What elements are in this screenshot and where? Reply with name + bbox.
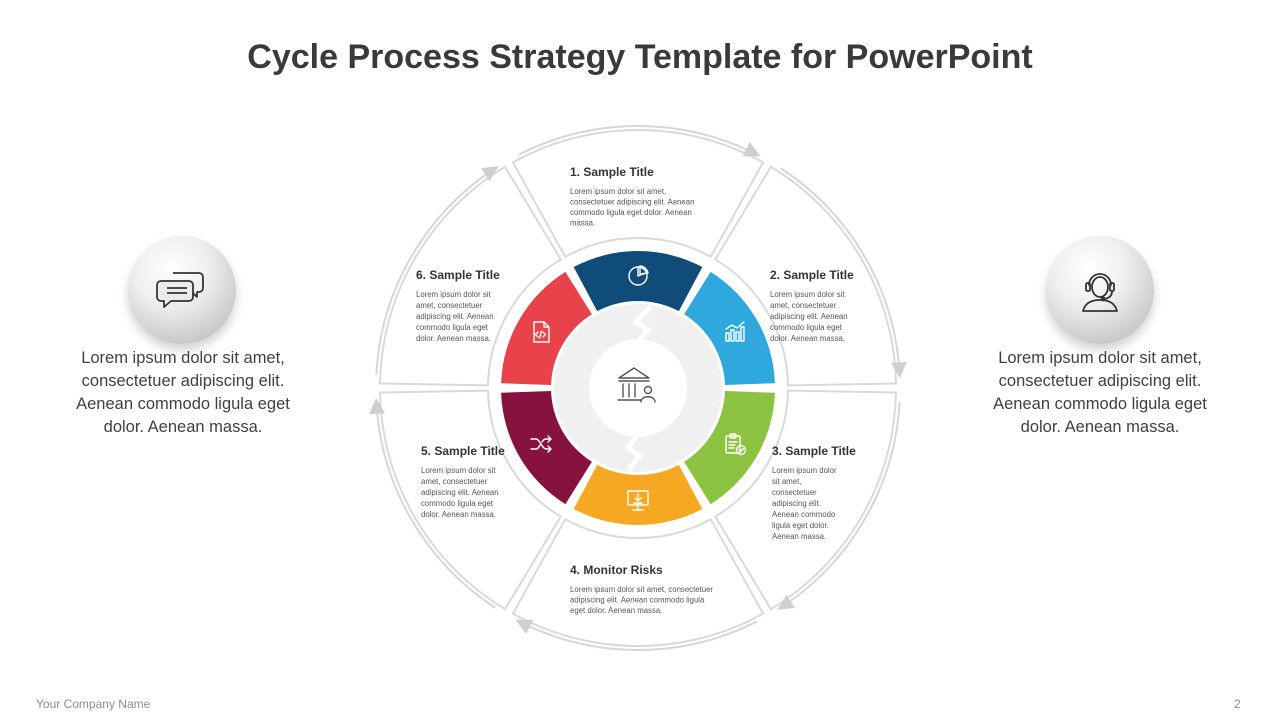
slide-title: Cycle Process Strategy Template for Powe…: [247, 38, 1033, 76]
segment-2-body-line: Lorem ipsum dolor sit: [770, 290, 845, 299]
headset-user-icon: [1082, 273, 1118, 312]
cycle-arrow-2: [780, 167, 907, 379]
cycle-arrow-6: [375, 166, 499, 375]
bar-chart-icon: [725, 321, 745, 342]
left-panel-text: Lorem ipsum dolor sit amet, consectetuer…: [58, 347, 308, 439]
ring-segment-5: [501, 391, 592, 505]
segment-2-body-line: amet, consectetuer: [770, 301, 837, 310]
ring-segment-2: [684, 271, 775, 385]
segment-1-body-line: Lorem ipsum dolor sit amet,: [570, 187, 666, 196]
chat-bubbles-icon: [156, 272, 204, 308]
cycle-arrow-3: [777, 401, 901, 610]
segment-6-body-line: amet, consectetuer: [416, 301, 483, 310]
segment-6-body-line: adipiscing elit. Aenean: [416, 312, 494, 321]
segment-1-body-line: massa.: [570, 219, 595, 228]
left-icon-orb: [128, 236, 236, 344]
right-panel-line: Aenean commodo ligula eget: [993, 395, 1207, 413]
outer-sector-1: [511, 129, 765, 259]
outer-arrows: [369, 125, 907, 651]
segment-3-body-line: consectetuer: [772, 488, 817, 497]
segment-6-body-line: commodo ligula eget: [416, 323, 489, 332]
hub-inner-disc: [589, 339, 687, 437]
segment-5-body-line: adipiscing elit. Aenean: [421, 488, 499, 497]
segment-4-body-line: adipiscing elit. Aenean commodo ligula: [570, 596, 705, 605]
segment-5-body-line: Lorem ipsum dolor sit: [421, 466, 496, 475]
cycle-arrow-4: [515, 619, 758, 651]
left-panel-line: Aenean commodo ligula eget: [76, 395, 290, 413]
segment-3-body-line: ligula eget dolor.: [772, 521, 829, 530]
left-panel-line: consectetuer adipiscing elit.: [81, 372, 285, 390]
shuffle-icon: [530, 435, 552, 453]
segment-3-body-line: adipiscing elit.: [772, 499, 821, 508]
segment-5-body-line: commodo ligula eget: [421, 499, 494, 508]
segment-3-body-line: sit amet,: [772, 477, 801, 486]
segment-5-body-line: dolor. Aenean massa.: [421, 510, 496, 519]
right-panel-line: Lorem ipsum dolor sit amet,: [998, 349, 1202, 367]
segment-3-body-line: Aenean commodo: [772, 510, 836, 519]
segment-5-title: 5. Sample Title: [421, 444, 505, 458]
segment-5-body-line: amet, consectetuer: [421, 477, 488, 486]
ring-segment-6: [501, 271, 592, 385]
segment-4-body-line: eget dolor. Aenean massa.: [570, 606, 662, 615]
segment-4-body-line: Lorem ipsum dolor sit amet, consectetuer: [570, 585, 713, 594]
clipboard-check-icon: [725, 433, 747, 456]
segment-2-body-line: dolor. Aenean massa.: [770, 334, 845, 343]
pie-chart-icon: [628, 265, 649, 286]
footer-company: Your Company Name: [36, 697, 151, 711]
segment-6-body-line: dolor. Aenean massa.: [416, 334, 491, 343]
segment-3-body-line: Aenean massa.: [772, 532, 826, 541]
segment-2-title: 2. Sample Title: [770, 268, 854, 282]
right-panel-text: Lorem ipsum dolor sit amet, consectetuer…: [975, 347, 1225, 439]
right-icon-orb: [1046, 236, 1154, 344]
segment-2-body-line: commodo ligula eget: [770, 323, 843, 332]
center-hub: [554, 304, 722, 472]
monitor-download-icon: [627, 490, 649, 511]
outer-sector-4: [511, 517, 765, 647]
cycle-arrow-5: [369, 397, 496, 609]
segment-3-body-line: Lorem ipsum dolor: [772, 466, 837, 475]
segment-1-title: 1. Sample Title: [570, 165, 654, 179]
left-panel-line: Lorem ipsum dolor sit amet,: [81, 349, 285, 367]
right-panel-line: dolor. Aenean massa.: [1020, 418, 1180, 436]
segment-6-body-line: Lorem ipsum dolor sit: [416, 290, 491, 299]
code-file-icon: [533, 321, 550, 343]
hub-split-bottom: [624, 432, 644, 472]
segment-4-title: 4. Monitor Risks: [570, 563, 663, 577]
segment-2-body-line: adipiscing elit. Aenean: [770, 312, 848, 321]
left-panel-line: dolor. Aenean massa.: [103, 418, 263, 436]
outer-sectors: [379, 129, 897, 647]
outer-sector-3: [713, 389, 897, 611]
outer-sector-6: [379, 165, 563, 387]
cycle-arrow-1: [518, 125, 761, 157]
footer-page-number: 2: [1234, 697, 1241, 711]
segment-6-title: 6. Sample Title: [416, 268, 500, 282]
ring-segment-1: [573, 250, 703, 312]
segment-3-title: 3. Sample Title: [772, 444, 856, 458]
segment-1-body-line: consectetuer adipiscing elit. Aenean: [570, 198, 694, 207]
bank-user-icon: [617, 367, 656, 403]
segment-icons: [530, 265, 747, 511]
hub-split-top: [632, 305, 652, 344]
segment-1-body-line: commodo ligula eget dolor. Aenean: [570, 208, 692, 217]
right-panel-line: consectetuer adipiscing elit.: [998, 372, 1202, 390]
